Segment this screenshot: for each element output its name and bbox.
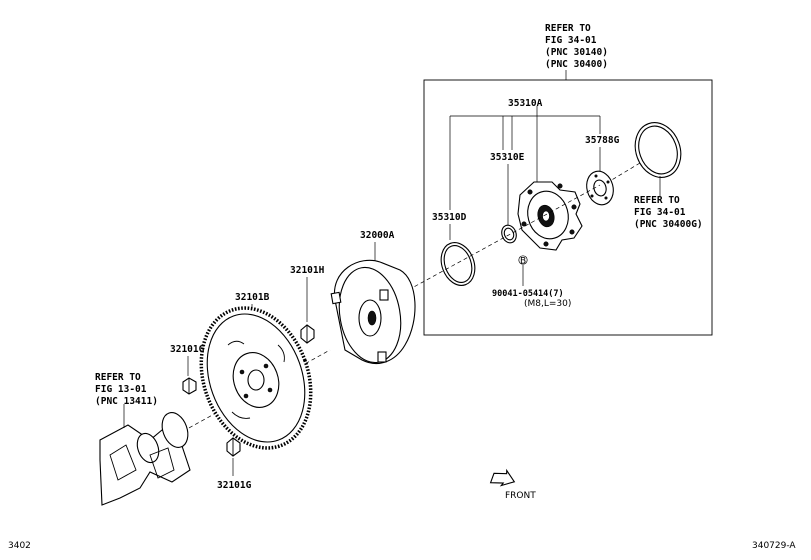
bolt-32101G-bottom <box>226 437 241 457</box>
label-bolt-spec: (M8,L=30) <box>524 299 571 309</box>
bolt-32101G-top <box>182 377 197 395</box>
svg-text:(PNC 30140): (PNC 30140) <box>545 47 608 58</box>
label-bolt-number: 90041-05414(7) <box>492 289 564 299</box>
refer-note-left: REFER TO FIG 13-01 (PNC 13411) <box>95 372 158 407</box>
svg-text:(PNC 30400G): (PNC 30400G) <box>634 219 703 230</box>
oil-pump-group-frame <box>423 79 713 336</box>
svg-text:FIG 13-01: FIG 13-01 <box>95 384 147 395</box>
svg-text:(PNC 13411): (PNC 13411) <box>95 396 158 407</box>
bolt-32101H <box>300 324 315 344</box>
oil-pump-body <box>517 181 583 251</box>
crankshaft <box>99 412 191 506</box>
label-32101B: 32101B <box>235 292 270 303</box>
bolt-marker: B <box>518 255 528 267</box>
svg-text:FIG 34-01: FIG 34-01 <box>634 207 686 218</box>
refer-note-right: REFER TO FIG 34-01 (PNC 30400G) <box>634 195 703 230</box>
centerline-ring <box>609 162 641 182</box>
svg-text:REFER TO: REFER TO <box>545 23 591 34</box>
svg-text:REFER TO: REFER TO <box>95 372 141 383</box>
front-arrow-icon <box>489 468 516 487</box>
refer-note-top: REFER TO FIG 34-01 (PNC 30140) (PNC 3040… <box>545 23 608 70</box>
label-35310D: 35310D <box>432 212 467 223</box>
svg-text:(PNC 30400): (PNC 30400) <box>545 59 608 70</box>
page-code-left: 3402 <box>8 541 31 551</box>
torque-converter-32000A <box>330 259 416 364</box>
seal-ring-30400G <box>634 122 682 178</box>
label-32000A: 32000A <box>360 230 395 241</box>
svg-text:B: B <box>520 257 526 267</box>
label-32101G-top: 32101G <box>170 344 205 355</box>
gasket-35788G <box>586 170 614 206</box>
label-35310E: 35310E <box>490 152 525 163</box>
label-35788G: 35788G <box>585 135 620 146</box>
centerline-upper <box>389 184 601 301</box>
oil-seal-35310E <box>501 224 517 244</box>
o-ring-35310D <box>440 242 476 286</box>
svg-text:FIG 34-01: FIG 34-01 <box>545 35 597 46</box>
label-35310A: 35310A <box>508 98 543 109</box>
label-32101G-bottom: 32101G <box>217 480 252 491</box>
drive-plate-32101B <box>199 306 313 450</box>
leader-35310A <box>449 106 601 210</box>
page-code-right: 340729-A <box>752 541 796 551</box>
front-label: FRONT <box>505 491 536 501</box>
svg-text:REFER TO: REFER TO <box>634 195 680 206</box>
label-32101H: 32101H <box>290 265 325 276</box>
